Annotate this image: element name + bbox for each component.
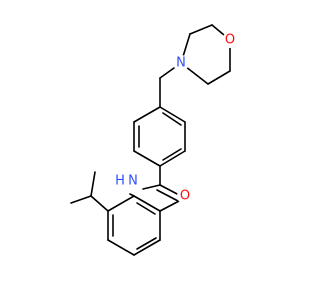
atom-morpholine-oxygen: O [222,32,238,48]
isopropyl-group [70,171,109,212]
atom-carbonyl-oxygen: O [177,188,193,204]
morpholine-oxygen-label: O [225,33,235,48]
benzene-ring-lower [107,195,161,256]
structure-diagram: O N O N H [70,24,238,256]
methyl-group [159,199,182,212]
amide-nitrogen-label: N [128,174,138,189]
atom-morpholine-nitrogen: N [173,55,189,71]
atom-amide-nitrogen: N H [113,173,141,189]
carbonyl-oxygen-label: O [180,189,190,204]
morpholine-nitrogen-label: N [176,56,186,71]
benzene-ring-central [133,106,186,167]
amide-hydrogen-label: H [115,174,125,189]
morpholine-ring [180,24,231,85]
